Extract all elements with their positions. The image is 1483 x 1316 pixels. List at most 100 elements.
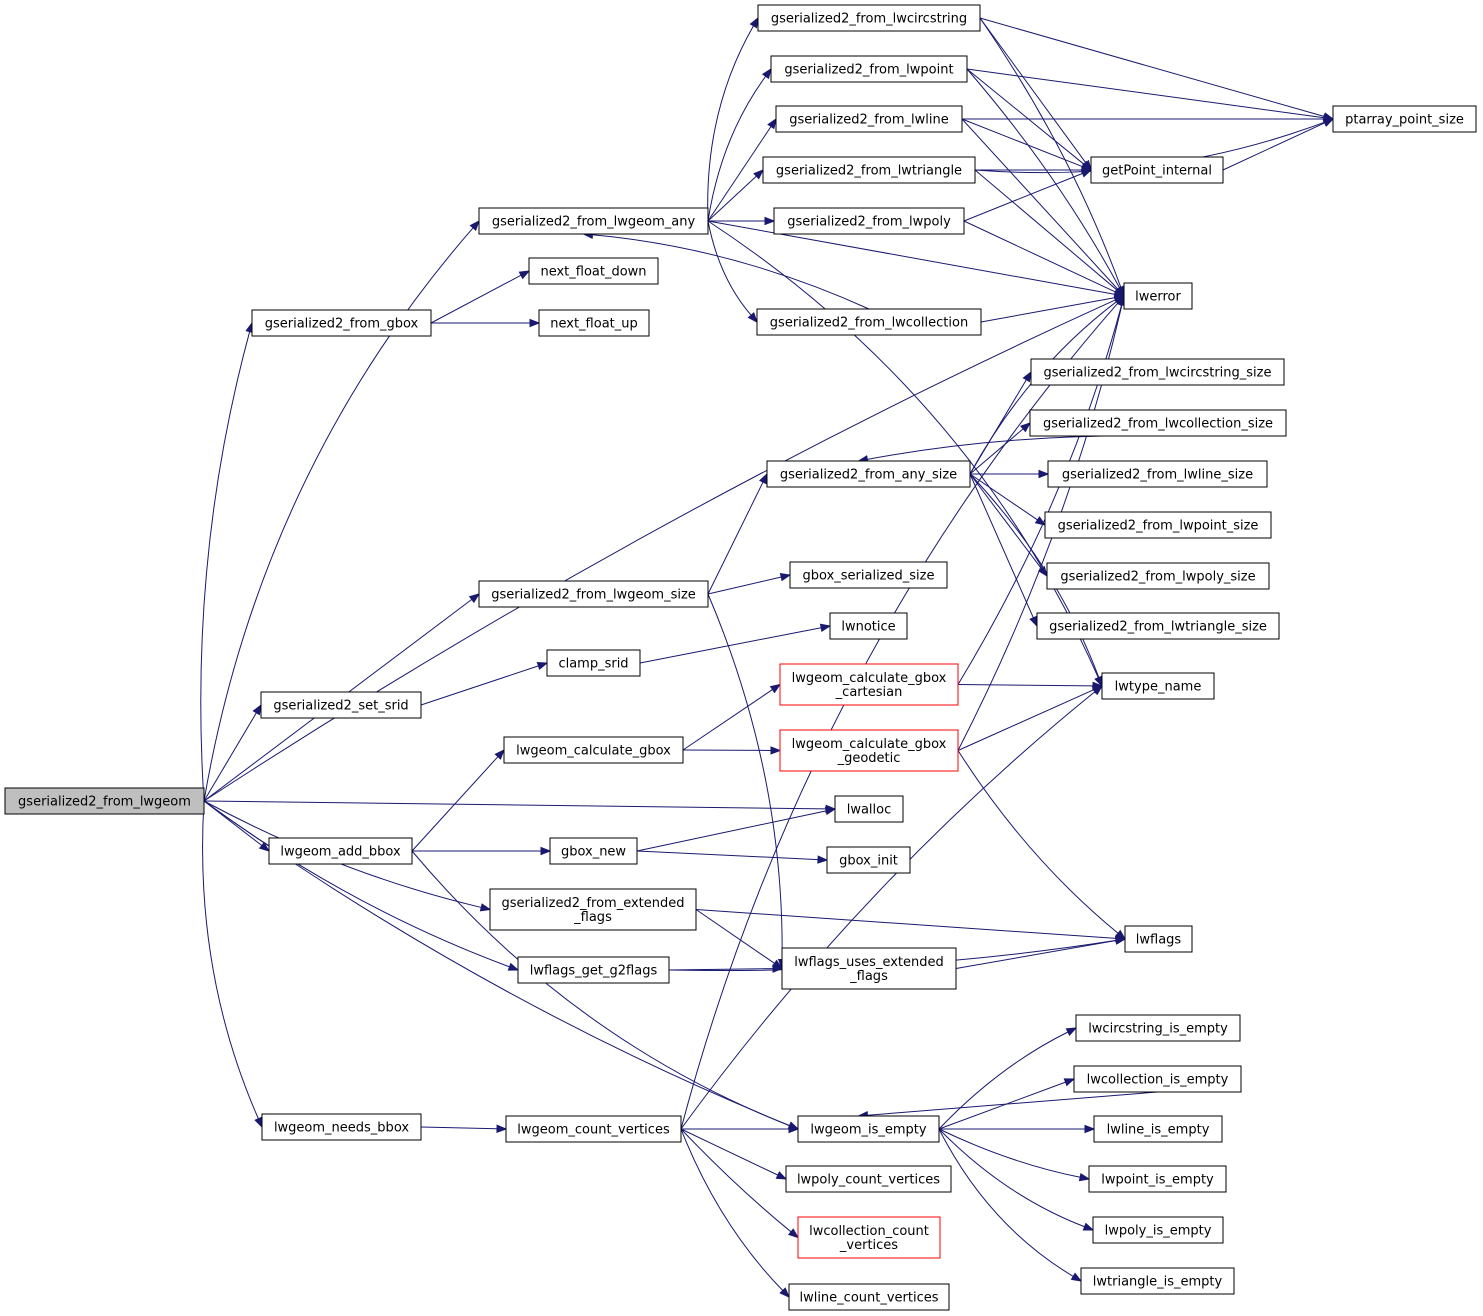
function-node-tri_empty[interactable]: lwtriangle_is_empty [1080, 1267, 1235, 1295]
function-node-root[interactable]: gserialized2_from_lwgeom [4, 787, 205, 815]
arrowhead-icon [1082, 1222, 1095, 1231]
function-node-gbox_ser_size[interactable]: gbox_serialized_size [789, 561, 948, 589]
function-node-coll_size[interactable]: gserialized2_from_lwcollection_size [1029, 409, 1287, 437]
edge-line [974, 169, 1118, 291]
arrowhead-icon [254, 1116, 263, 1129]
edge-line [203, 800, 510, 968]
function-node-next_down[interactable]: next_float_down [528, 257, 659, 285]
call-edge-get_g2flags-to-uses_ext_flags [668, 964, 784, 973]
function-node-from_lwgeom_any[interactable]: gserialized2_from_lwgeom_any [478, 207, 709, 235]
function-node-coll_count[interactable]: lwcollection_count_vertices [797, 1216, 941, 1259]
node-label: lwflags_uses_extended [794, 955, 944, 970]
node-label: lwcollection_is_empty [1087, 1073, 1229, 1088]
function-node-lwerror[interactable]: lwerror [1123, 282, 1193, 310]
node-label: lwgeom_needs_bbox [274, 1121, 409, 1136]
arrowhead-icon [1034, 516, 1047, 526]
node-box [779, 729, 959, 772]
function-node-from_any_size[interactable]: gserialized2_from_any_size [766, 460, 971, 488]
function-node-lwtype_name[interactable]: lwtype_name [1101, 672, 1215, 700]
function-node-from_gbox[interactable]: gserialized2_from_gbox [251, 309, 432, 337]
edge-line [592, 234, 870, 310]
function-node-add_bbox[interactable]: lwgeom_add_bbox [268, 837, 413, 865]
call-edge-from_lwcircstring-to-ptarray_size [979, 17, 1335, 121]
function-node-coll_empty[interactable]: lwcollection_is_empty [1073, 1065, 1242, 1093]
arrowhead-icon [749, 16, 759, 29]
node-box [489, 888, 697, 931]
function-nodes: gserialized2_from_lwgeom gserialized2_fro… [4, 4, 1477, 1311]
node-label: gserialized2_from_lwcollection_size [1043, 417, 1273, 432]
function-node-clamp_srid[interactable]: clamp_srid [546, 649, 641, 677]
function-node-lwflags[interactable]: lwflags [1124, 925, 1193, 953]
node-box [505, 1115, 682, 1143]
function-node-poly_size[interactable]: gserialized2_from_lwpoly_size [1046, 562, 1270, 590]
edge-line [203, 800, 827, 810]
arrowhead-icon [764, 216, 776, 226]
function-node-poly_empty[interactable]: lwpoly_is_empty [1092, 1216, 1224, 1244]
function-node-calc_geod[interactable]: lwgeom_calculate_gbox_geodetic [779, 729, 959, 772]
edge-line [420, 665, 539, 706]
node-box [1123, 282, 1193, 310]
function-node-from_lwline[interactable]: gserialized2_from_lwline [775, 105, 963, 133]
function-node-is_empty[interactable]: lwgeom_is_empty [797, 1115, 940, 1143]
edge-line [707, 220, 1116, 295]
call-edge-is_empty-to-tri_empty [938, 1128, 1083, 1282]
function-node-point_size[interactable]: gserialized2_from_lwpoint_size [1044, 511, 1272, 539]
node-box [756, 308, 982, 336]
function-node-needs_bbox[interactable]: lwgeom_needs_bbox [261, 1113, 422, 1141]
function-node-from_lwgeom_size[interactable]: gserialized2_from_lwgeom_size [478, 580, 709, 608]
node-label: _vertices [839, 1238, 898, 1253]
call-edge-coll_empty-to-is_empty [857, 1091, 1158, 1120]
node-box [785, 1165, 952, 1193]
function-node-lwnotice[interactable]: lwnotice [829, 612, 908, 640]
function-node-uses_ext_flags[interactable]: lwflags_uses_extended_flags [781, 947, 957, 990]
function-node-getpoint[interactable]: getPoint_internal [1090, 156, 1224, 184]
call-edge-from_any_size-to-point_size [969, 473, 1047, 526]
function-node-circ_size[interactable]: gserialized2_from_lwcircstring_size [1030, 358, 1285, 386]
edge-line [695, 909, 1117, 939]
function-node-line_empty[interactable]: lwline_is_empty [1093, 1115, 1223, 1143]
function-node-point_empty[interactable]: lwpoint_is_empty [1088, 1165, 1227, 1193]
arrowhead-icon [1114, 936, 1127, 945]
node-label: lwgeom_calculate_gbox [792, 671, 947, 686]
function-node-from_lwcircstring[interactable]: gserialized2_from_lwcircstring [757, 4, 981, 32]
function-node-ptarray_size[interactable]: ptarray_point_size [1332, 105, 1477, 133]
function-node-set_srid[interactable]: gserialized2_set_srid [260, 691, 422, 719]
call-edge-from_any_size-to-coll_size [969, 422, 1032, 475]
function-node-line_size[interactable]: gserialized2_from_lwline_size [1047, 460, 1268, 488]
edge-line [707, 220, 752, 316]
function-node-poly_count[interactable]: lwpoly_count_vertices [785, 1165, 952, 1193]
edge-line [430, 274, 522, 324]
function-node-calc_gbox[interactable]: lwgeom_calculate_gbox [503, 736, 684, 764]
arrowhead-icon [518, 270, 531, 280]
function-node-count_vertices[interactable]: lwgeom_count_vertices [505, 1115, 682, 1143]
node-box [1029, 409, 1287, 437]
function-node-from_lwtriangle[interactable]: gserialized2_from_lwtriangle [762, 156, 976, 184]
call-edge-from_lwline-to-lwerror [961, 118, 1125, 298]
call-edge-from_lwgeom_size-to-uses_ext_flags [707, 593, 787, 970]
function-node-calc_cart[interactable]: lwgeom_calculate_gbox_cartesian [779, 663, 959, 706]
call-edge-is_empty-to-point_empty [938, 1128, 1091, 1182]
function-node-from_lwcollection[interactable]: gserialized2_from_lwcollection [756, 308, 982, 336]
function-node-circ_empty[interactable]: lwcircstring_is_empty [1075, 1014, 1241, 1042]
edge-line [682, 689, 773, 751]
function-node-from_lwpoly[interactable]: gserialized2_from_lwpoly [773, 207, 965, 235]
call-edge-from_lwgeom_any-to-from_lwpoly [708, 216, 776, 226]
function-node-from_lwpoint[interactable]: gserialized2_from_lwpoint [770, 55, 968, 83]
arrowhead-icon [540, 846, 552, 856]
function-node-get_g2flags[interactable]: lwflags_get_g2flags [517, 956, 670, 984]
node-box [770, 55, 968, 83]
function-node-from_ext_flags[interactable]: gserialized2_from_extended_flags [489, 888, 697, 931]
function-node-gbox_new[interactable]: gbox_new [549, 837, 638, 865]
node-box [1093, 1115, 1223, 1143]
node-label: lwline_is_empty [1107, 1123, 1210, 1138]
function-node-lwalloc[interactable]: lwalloc [834, 795, 904, 823]
node-box [1047, 460, 1268, 488]
edge-line [411, 850, 790, 1127]
function-node-tri_size[interactable]: gserialized2_from_lwtriangle_size [1036, 612, 1280, 640]
node-box [1092, 1216, 1224, 1244]
function-node-gbox_init[interactable]: gbox_init [826, 846, 911, 874]
function-node-next_up[interactable]: next_float_up [538, 309, 650, 337]
function-node-line_count[interactable]: lwline_count_vertices [788, 1283, 950, 1311]
call-edge-from_lwgeom_size-to-gbox_ser_size [707, 573, 792, 595]
node-label: lwflags_get_g2flags [530, 964, 658, 979]
